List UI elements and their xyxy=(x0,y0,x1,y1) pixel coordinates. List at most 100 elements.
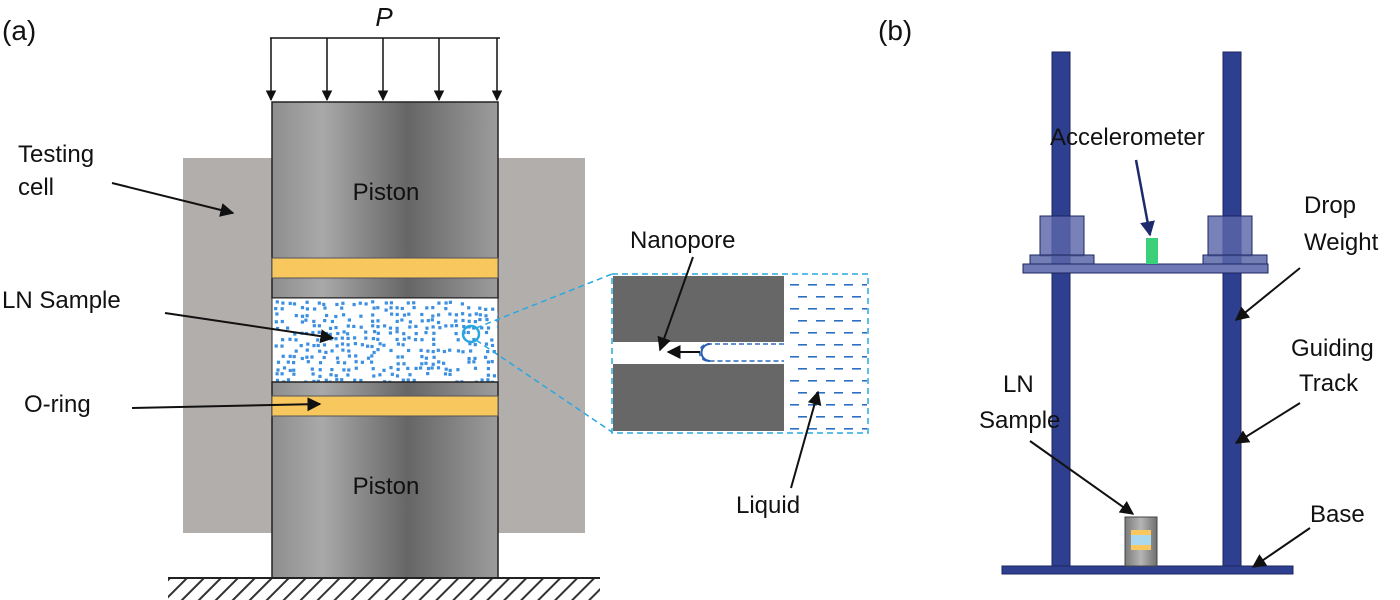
pore-dot xyxy=(376,331,380,335)
liquid-dash xyxy=(844,404,853,406)
pore-dot xyxy=(376,348,380,352)
liquid-dash xyxy=(826,428,835,430)
liquid-dash xyxy=(844,308,853,310)
liquid-dash xyxy=(816,344,825,346)
pore-dot xyxy=(455,380,459,382)
pore-dot xyxy=(342,330,346,334)
pore-dot xyxy=(299,344,303,348)
pore-dot xyxy=(366,344,370,348)
pore-dot xyxy=(372,374,376,378)
pore-dot xyxy=(288,337,292,341)
pore-dot xyxy=(413,338,418,342)
pore-dot xyxy=(484,314,488,318)
base-label: Base xyxy=(1310,501,1365,528)
pore-dot xyxy=(389,366,393,370)
pore-dot xyxy=(323,306,327,310)
pore-dot xyxy=(370,354,374,358)
pore-dot xyxy=(491,307,495,311)
pore-dot xyxy=(330,368,334,372)
pore-dot xyxy=(419,348,423,352)
nanopore-label: Nanopore xyxy=(630,227,735,254)
sample-core xyxy=(1131,535,1151,545)
pore-dot xyxy=(408,373,412,377)
pore-dot xyxy=(360,343,364,347)
liquid-dash xyxy=(798,296,807,298)
sample-oring-top xyxy=(1131,530,1151,535)
liquid-dash xyxy=(844,332,853,334)
ln-sample-small xyxy=(1124,516,1158,567)
pore-dot xyxy=(382,368,386,372)
liquid-dash xyxy=(798,416,807,418)
pore-dot xyxy=(288,301,292,305)
pore-dot xyxy=(442,349,446,354)
pore-dot xyxy=(371,319,375,323)
pore-dot xyxy=(359,314,363,318)
pore-dot xyxy=(276,326,280,331)
guiding-track-label: Guiding Track xyxy=(1291,335,1380,397)
pore-dot xyxy=(388,331,392,335)
pore-wall-top xyxy=(613,276,784,342)
guiding-track-label-line: Track xyxy=(1299,370,1359,397)
pore-dot xyxy=(425,306,429,310)
pore-dot xyxy=(347,318,351,322)
liquid-dash xyxy=(844,284,853,286)
pore-dot xyxy=(448,368,452,372)
pore-dot xyxy=(454,319,458,323)
pore-dot xyxy=(280,344,284,348)
pore-dot xyxy=(311,372,315,376)
panel-a-tag: (a) xyxy=(2,15,36,46)
accelerometer-label: Accelerometer xyxy=(1050,124,1205,151)
pore-dot xyxy=(325,313,329,318)
pore-dot xyxy=(346,343,350,347)
pore-dot xyxy=(340,306,344,310)
pore-dot xyxy=(300,314,305,318)
pore-dot xyxy=(444,324,448,328)
pore-dot xyxy=(460,380,464,382)
oring-bottom xyxy=(271,395,499,417)
pore-dot xyxy=(448,348,452,352)
pore-dot xyxy=(408,320,412,324)
pore-dot xyxy=(305,314,309,318)
liquid-arrow xyxy=(790,390,822,489)
liquid-dash xyxy=(790,380,799,382)
liquid-label: Liquid xyxy=(736,492,800,519)
pore-dot xyxy=(395,312,399,317)
liquid-dash xyxy=(808,380,817,382)
testing-cell-arrow xyxy=(111,182,235,217)
pore-dot xyxy=(460,302,464,306)
pore-dot xyxy=(359,325,363,329)
pore-dot xyxy=(371,300,375,304)
pore-dot xyxy=(437,301,441,305)
base-plate xyxy=(1001,565,1294,575)
pore-dot xyxy=(396,362,400,366)
ln-sample-arrow xyxy=(164,312,335,344)
pore-dot xyxy=(442,361,446,365)
accelerometer-arrow xyxy=(1134,159,1155,237)
liquid-dash xyxy=(852,344,861,346)
pore-dot xyxy=(288,368,292,373)
panel-b: (b) Accelerometer Drop Weight Gui xyxy=(878,15,1380,575)
pore-dot xyxy=(484,330,489,335)
pore-dot xyxy=(274,344,278,348)
pore-dot xyxy=(336,331,340,336)
zoom-inset xyxy=(611,273,869,434)
pore-dot xyxy=(354,360,358,364)
pore-dot xyxy=(420,362,424,366)
pore-dot xyxy=(329,373,333,377)
liquid-dash xyxy=(862,308,867,310)
pore-dot xyxy=(371,324,375,328)
pore-dot xyxy=(378,342,382,346)
pore-dot xyxy=(370,360,374,364)
pore-dot xyxy=(414,332,418,336)
oring-arrow xyxy=(131,397,322,412)
pore-dot xyxy=(436,366,441,370)
liquid-dash xyxy=(834,296,843,298)
pore-dot xyxy=(444,307,448,311)
pore-dot xyxy=(456,349,461,353)
oring-top xyxy=(271,257,499,279)
pore-dot xyxy=(390,372,394,376)
liquid-dash xyxy=(834,320,843,322)
zoom-connector-bottom xyxy=(475,339,613,433)
pore-dot xyxy=(485,318,489,322)
pore-dot xyxy=(467,357,471,361)
